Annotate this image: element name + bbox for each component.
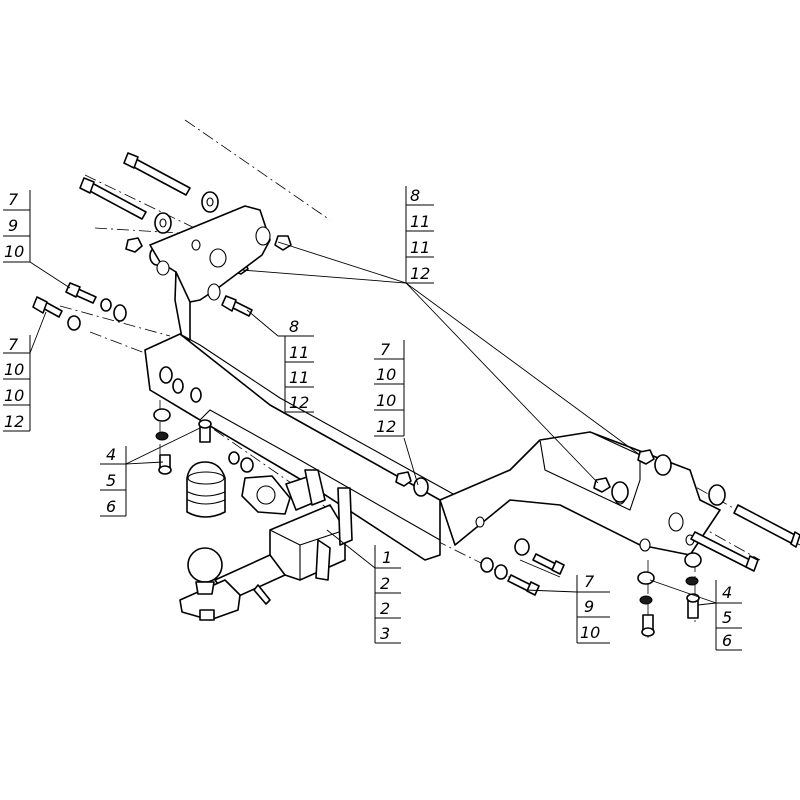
callout-label: 7 <box>380 340 391 359</box>
callout-mid-center: 7 10 10 12 <box>374 340 405 437</box>
long-bolt-upper <box>123 152 191 196</box>
callout-label: 2 <box>380 599 390 618</box>
callout-label: 10 <box>376 365 396 384</box>
ball-mount <box>179 547 286 621</box>
ball-cover-cap <box>186 461 226 518</box>
callout-label: 7 <box>584 572 595 591</box>
callout-label: 9 <box>8 216 18 235</box>
callout-bottom-hitch: 1 2 2 3 <box>374 545 401 644</box>
callout-label: 11 <box>410 212 430 231</box>
callout-label: 11 <box>289 343 309 362</box>
callout-far-right: 4 5 6 <box>715 580 742 651</box>
fasteners-right <box>593 449 800 637</box>
callout-label: 12 <box>289 393 309 412</box>
main-cross-beam <box>144 333 456 561</box>
left-mounting-bracket <box>149 205 271 341</box>
callout-label: 10 <box>580 623 600 642</box>
callout-bottom-right: 7 9 10 <box>576 572 610 644</box>
callout-label: 2 <box>380 574 390 593</box>
callout-top-center: 8 11 11 12 <box>405 186 434 284</box>
callout-label: 5 <box>106 471 116 490</box>
fasteners-lower-left <box>153 408 254 475</box>
callout-label: 10 <box>376 391 396 410</box>
callout-label: 5 <box>722 608 732 627</box>
callout-label: 4 <box>106 445 116 464</box>
callout-label: 12 <box>410 264 430 283</box>
callout-label: 8 <box>410 186 420 205</box>
callout-label: 10 <box>4 360 24 379</box>
callout-label: 4 <box>722 583 732 602</box>
callout-label: 6 <box>722 631 732 650</box>
callout-label: 9 <box>584 597 594 616</box>
callout-label: 10 <box>4 242 24 261</box>
callout-label: 7 <box>8 335 19 354</box>
callout-top-left: 7 9 10 <box>3 190 31 263</box>
callout-label: 3 <box>380 624 390 643</box>
right-mounting-bracket <box>439 431 721 556</box>
callout-label: 10 <box>4 386 24 405</box>
hitch-receiver <box>269 469 353 581</box>
callout-label: 11 <box>289 368 309 387</box>
callout-left: 7 10 10 12 <box>3 335 31 432</box>
callout-mid-left: 8 11 11 12 <box>278 317 314 413</box>
callout-label: 1 <box>382 548 392 567</box>
callout-label: 6 <box>106 497 116 516</box>
callout-label: 8 <box>289 317 299 336</box>
callout-label: 12 <box>4 412 24 431</box>
leader-lines <box>29 241 717 606</box>
socket-plate <box>241 475 321 515</box>
callout-label: 12 <box>376 417 396 436</box>
callout-label: 11 <box>410 238 430 257</box>
long-bolt-lower <box>79 177 147 220</box>
callout-label: 7 <box>8 190 19 209</box>
callout-bottom-left: 4 5 6 <box>100 445 127 517</box>
bolts-left <box>32 282 253 331</box>
